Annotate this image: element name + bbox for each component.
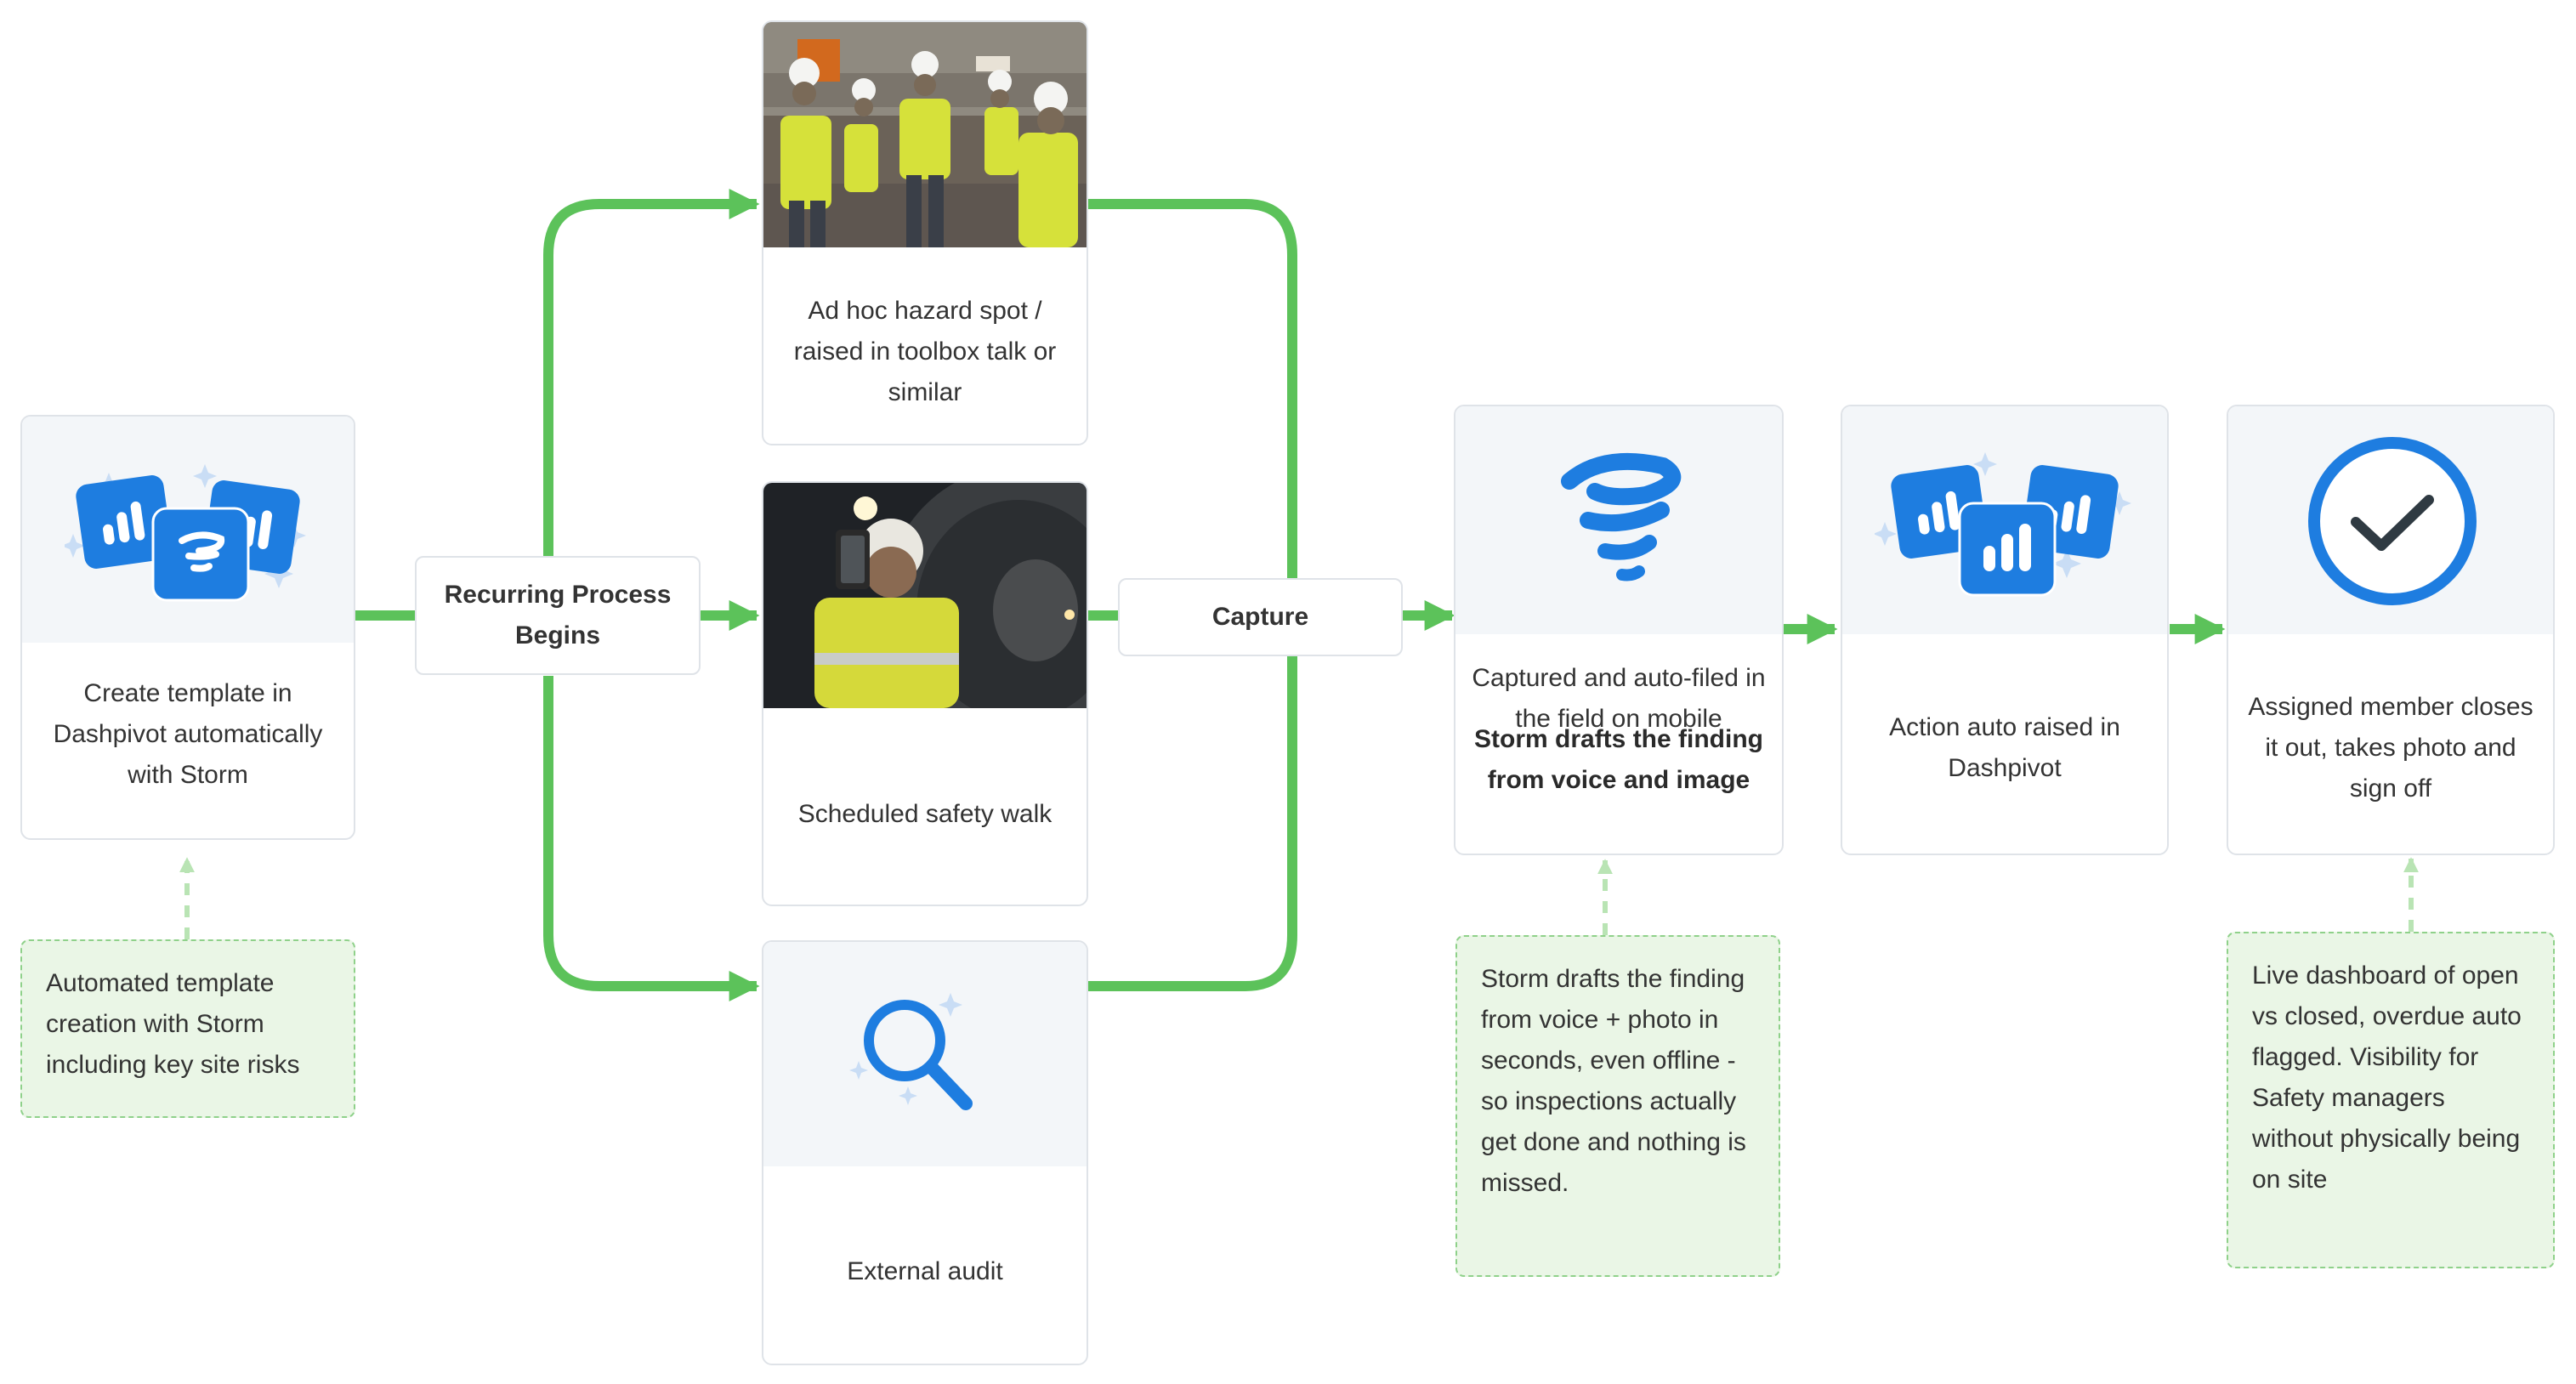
dashpivot-app-icons <box>1875 452 2131 597</box>
trigger-walk-text: Scheduled safety walk <box>797 800 1053 828</box>
trigger-audit-text: External audit <box>847 1257 1003 1285</box>
branch-down-to-audit <box>543 676 760 1001</box>
dashpivot-storm-app-icons <box>65 464 306 602</box>
recurring-process-node: Recurring Process Begins <box>415 556 701 675</box>
storm-card-text: Captured and auto-filed in the field on … <box>1472 664 1766 733</box>
storm-capture-card: Captured and auto-filed in the field on … <box>1454 405 1784 855</box>
template-card-text: Create template in Dashpivot automatical… <box>53 679 323 789</box>
action-card-text: Action auto raised in Dashpivot <box>1889 713 2120 782</box>
action-card: Action auto raised in Dashpivot <box>1841 405 2169 855</box>
trigger-card-walk: Scheduled safety walk <box>762 481 1088 906</box>
merge-from-audit <box>1088 655 1297 991</box>
storm-card-bold-text: Storm drafts the finding from voice and … <box>1474 725 1763 794</box>
storm-icon <box>1561 452 1682 581</box>
check-circle-icon <box>2308 437 2477 605</box>
trigger-card-audit: External audit <box>762 940 1088 1365</box>
trigger-adhoc-text: Ad hoc hazard spot / raised in toolbox t… <box>793 297 1057 406</box>
toolbox-talk-photo <box>763 22 1087 247</box>
capture-node: Capture <box>1118 578 1403 656</box>
template-card: Create template in Dashpivot automatical… <box>20 415 355 840</box>
dashboard-note: Live dashboard of open vs closed, overdu… <box>2227 932 2555 1268</box>
tunnel-worker-photo <box>763 483 1087 708</box>
storm-note: Storm drafts the finding from voice + ph… <box>1455 935 1780 1277</box>
template-note: Automated template creation with Storm i… <box>20 939 355 1118</box>
branch-up-to-adhoc <box>543 189 760 557</box>
trigger-card-adhoc: Ad hoc hazard spot / raised in toolbox t… <box>762 20 1088 445</box>
magnifier-icon <box>849 993 973 1110</box>
close-card-text: Assigned member closes it out, takes pho… <box>2248 693 2533 803</box>
merge-from-adhoc <box>1088 199 1297 578</box>
close-out-card: Assigned member closes it out, takes pho… <box>2227 405 2555 855</box>
